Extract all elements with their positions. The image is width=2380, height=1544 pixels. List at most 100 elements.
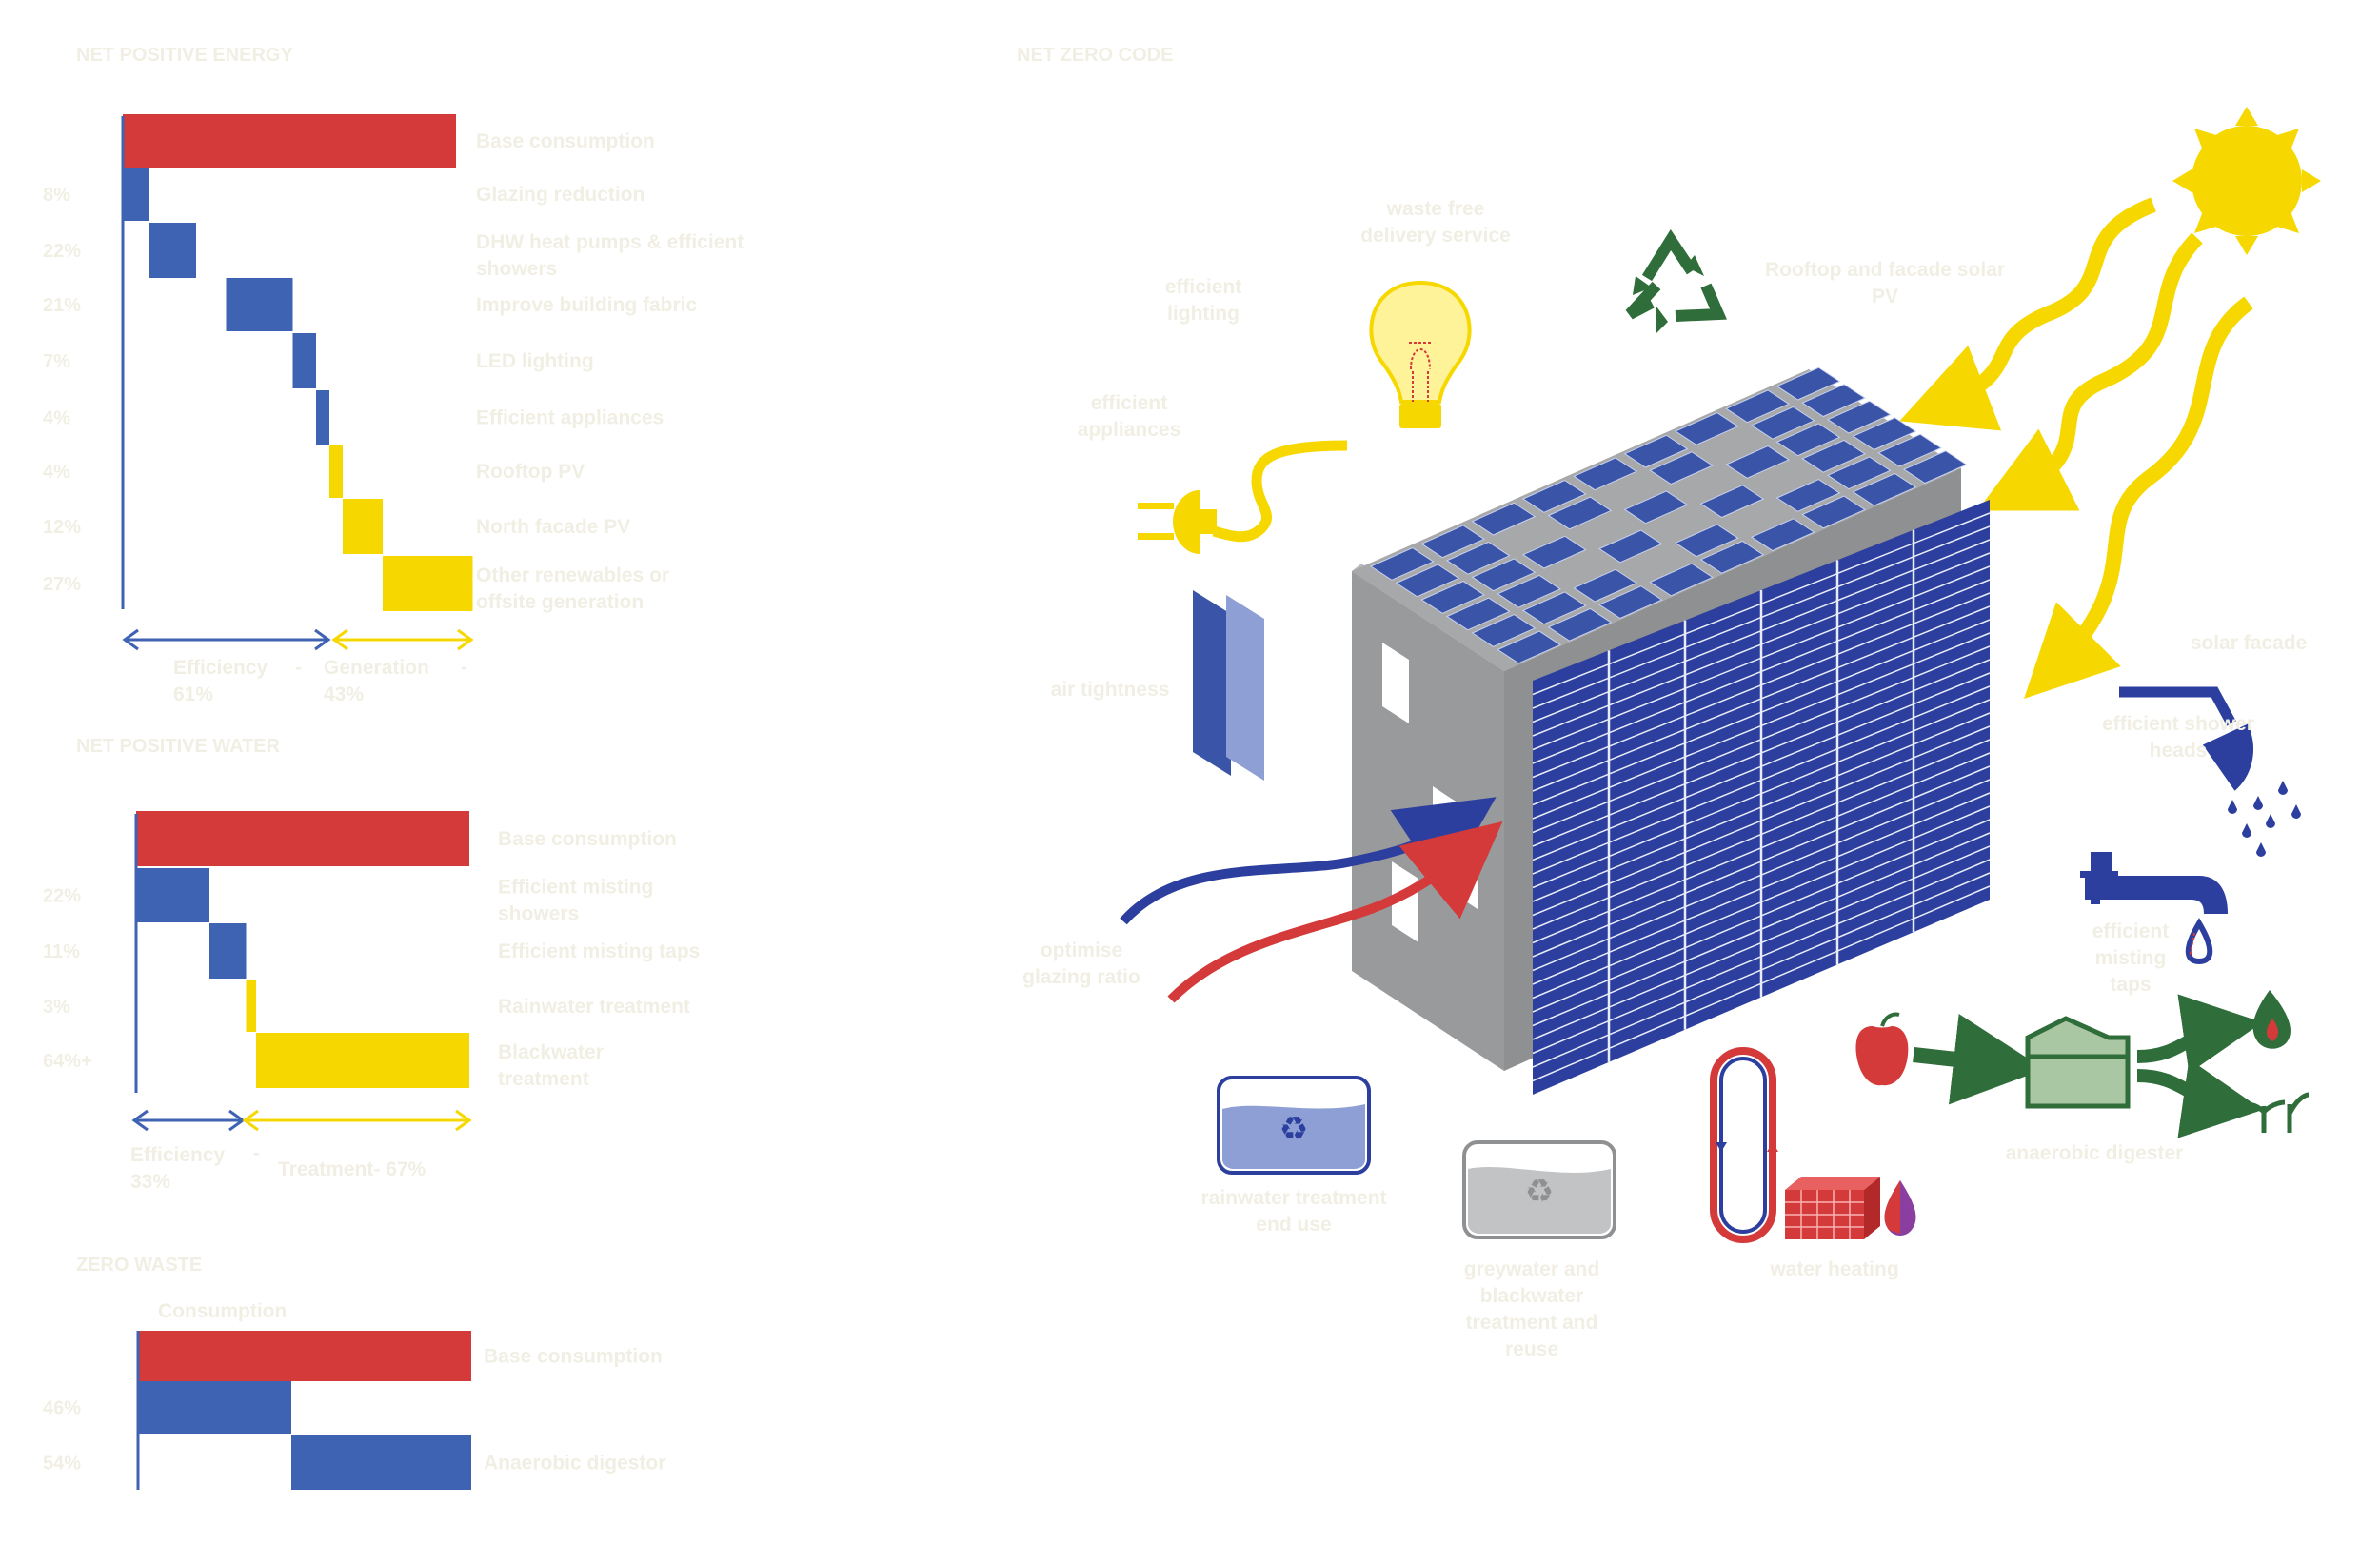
roof-panel-13 xyxy=(1521,535,1587,569)
energy-label-2: DHW heat pumps & efficient xyxy=(476,231,744,253)
roof-solar-panels xyxy=(1369,366,1968,664)
waste-label-2: Anaerobic digestor xyxy=(484,1453,665,1475)
roof-panel-26 xyxy=(1699,485,1765,519)
roof-panel-30 xyxy=(1775,479,1841,512)
energy-bar-8 xyxy=(383,556,473,611)
water-label-3: Rainwater treatment xyxy=(498,996,690,1018)
energy-label-3: Improve building fabric xyxy=(476,294,698,316)
roof-panel-31 xyxy=(1801,495,1866,529)
energy-dash-2: - xyxy=(461,657,467,679)
energy-label-1: Glazing reduction xyxy=(476,184,645,206)
water-label-1: Efficient misting xyxy=(498,877,653,899)
label-shower-2: heads xyxy=(2150,740,2208,762)
water-bars: Base consumption 22% Efficient misting show… xyxy=(43,811,700,1090)
roof-panel-10 xyxy=(1521,591,1587,625)
waste-label-0: Base consumption xyxy=(484,1346,663,1368)
water-trt-left-head xyxy=(242,1109,259,1132)
energy-efficiency-label: Efficiency xyxy=(173,657,268,679)
sun-icon xyxy=(2172,107,2321,255)
energy-bar-6 xyxy=(329,445,343,498)
water-label-0: Base consumption xyxy=(498,828,677,850)
energy-pct-6: 4% xyxy=(43,462,70,483)
heat-block-icon xyxy=(1785,1177,1880,1239)
sun-ray-2 xyxy=(1977,232,2203,511)
water-bar-3 xyxy=(246,980,256,1032)
energy-chart: NET POSITIVE ENERGY Base consumption8%Gl… xyxy=(43,45,744,705)
roof-panel-15 xyxy=(1597,585,1663,620)
water-eff-left-head xyxy=(131,1109,149,1132)
rainwater-tank-icon: ♻ xyxy=(1217,1076,1371,1175)
solar-facade-grid xyxy=(1532,512,1991,1082)
energy-bar-2 xyxy=(149,223,196,278)
energy-generation-value: 43% xyxy=(324,683,364,705)
sun-ray-arrows xyxy=(1899,197,2253,699)
roof-panel-27 xyxy=(1750,518,1815,552)
roof-panel-19 xyxy=(1649,563,1714,597)
roof-panel-43 xyxy=(1902,450,1968,485)
label-efficient-appliances-2: appliances xyxy=(1078,419,1181,441)
efficiency-arrow-right-head xyxy=(314,628,331,651)
water-heating-icon xyxy=(1710,1047,1916,1243)
label-anaerobic: anaerobic digester xyxy=(2006,1142,2184,1164)
roof-panel-11 xyxy=(1547,607,1613,642)
light-bulb-icon xyxy=(1369,280,1472,428)
airflow-red-arrow xyxy=(1167,821,1503,1003)
water-efficiency-label: Efficiency xyxy=(130,1144,226,1166)
roof-panel-37 xyxy=(1852,472,1917,506)
energy-bar-7 xyxy=(343,499,383,554)
roof-panel-6 xyxy=(1420,525,1485,559)
roof-panel-23 xyxy=(1699,540,1765,574)
label-efficient-appliances-1: efficient xyxy=(1091,392,1168,414)
roof-panel-28 xyxy=(1674,412,1739,445)
water-pct-4: 64%+ xyxy=(43,1051,92,1072)
efficiency-arrow-left-head xyxy=(122,628,139,651)
label-air-tightness: air tightness xyxy=(1051,679,1170,701)
label-grey-3: treatment and xyxy=(1466,1312,1598,1334)
roof-panel-4 xyxy=(1471,614,1537,647)
energy-label-5: Efficient appliances xyxy=(476,407,664,429)
water-bar-1 xyxy=(136,868,209,922)
label-grey-2: blackwater xyxy=(1480,1285,1584,1307)
label-solar-facade: solar facade xyxy=(2191,632,2308,654)
water-bar-2 xyxy=(209,923,247,979)
label-efficient-lighting-1: efficient xyxy=(1165,276,1242,298)
roof-panel-2 xyxy=(1420,581,1485,614)
waste-pct-1: 46% xyxy=(43,1398,81,1419)
water-label2-1: showers xyxy=(498,903,579,925)
water-efficiency-value: 33% xyxy=(130,1171,170,1193)
waste-chart: ZERO WASTE Consumption Base consumption4… xyxy=(43,1255,665,1490)
waste-pct-2: 54% xyxy=(43,1454,81,1475)
roof-panel-25 xyxy=(1649,451,1714,485)
energy-pct-3: 21% xyxy=(43,295,81,316)
water-title: NET POSITIVE WATER xyxy=(76,736,281,757)
label-rainwater-1: rainwater treatment xyxy=(1201,1187,1387,1209)
label-optimise-2: glazing ratio xyxy=(1022,966,1140,988)
tap-icon xyxy=(2080,852,2228,965)
energy-label-6: Rooftop PV xyxy=(476,461,585,483)
roof-panel-9 xyxy=(1497,574,1561,608)
air-tightness-pane-front xyxy=(1193,590,1231,776)
generation-arrow-left-head xyxy=(331,628,348,651)
energy-pct-7: 12% xyxy=(43,517,81,538)
sun-ray-3 xyxy=(2024,296,2253,699)
roof-panel-36 xyxy=(1826,456,1892,490)
roof-panel-12 xyxy=(1471,502,1537,536)
building-window-1 xyxy=(1382,643,1409,723)
roof-panel-0 xyxy=(1369,547,1435,581)
roof-panel-17 xyxy=(1547,496,1613,530)
water-trt-right-head xyxy=(455,1109,472,1132)
diagram-labels: waste free delivery service efficient li… xyxy=(1022,198,2307,1360)
water-pct-2: 11% xyxy=(43,941,80,962)
label-grey-1: greywater and xyxy=(1464,1258,1599,1280)
anaerobic-digester-icon xyxy=(1855,990,2310,1138)
roof-panel-38 xyxy=(1775,366,1841,401)
water-pct-1: 22% xyxy=(43,886,81,907)
roof-panel-16 xyxy=(1521,480,1587,513)
label-shower-1: efficient shower xyxy=(2102,713,2254,735)
water-label-4: Blackwater xyxy=(498,1041,604,1063)
energy-efficiency-value: 61% xyxy=(173,683,213,705)
label-grey-4: reuse xyxy=(1505,1338,1558,1360)
label-taps-3: taps xyxy=(2110,974,2151,996)
waste-title: ZERO WASTE xyxy=(76,1255,202,1276)
